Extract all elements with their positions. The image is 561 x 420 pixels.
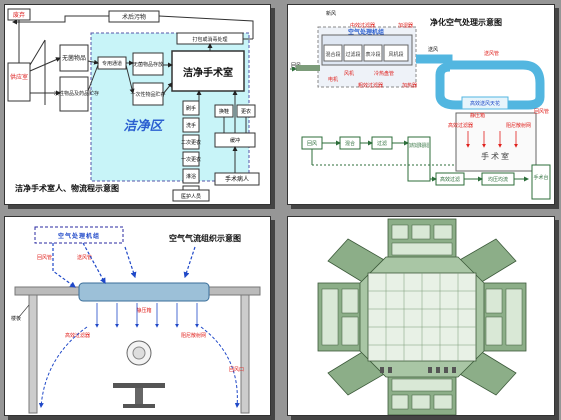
motor-label: 电机	[328, 76, 338, 83]
flow-even: 均压均流	[488, 176, 508, 183]
panel1-title: 洁净手术室人、物流程示意图	[15, 183, 119, 193]
seg-fan: 风机段	[388, 51, 403, 58]
or-box	[171, 50, 245, 92]
change-label: 更衣	[241, 108, 251, 115]
floor-label: 楼板	[11, 315, 21, 322]
process-flow: 混合 过滤 加热加湿降温除湿 高效过滤 均压均流 回风	[301, 136, 529, 186]
patient-label: 手术病人	[225, 175, 249, 183]
panel2-title: 净化空气处理示意图	[430, 17, 502, 27]
pack-label: 打包或消毒处理	[192, 36, 227, 43]
static-box-label: 静压箱	[136, 307, 151, 314]
table-box	[531, 164, 551, 200]
staff-box	[172, 189, 210, 202]
return-duct-label: 回风管	[534, 108, 549, 115]
sterile-box	[59, 44, 89, 72]
right-wall	[240, 294, 250, 414]
or-label: 洁净手术室	[183, 66, 233, 79]
hepa-box-label: 高效送风天花	[470, 100, 500, 107]
sterile-store-label: 无菌物品存放	[133, 61, 163, 68]
clean-zone-label: 洁净区	[123, 118, 164, 134]
flow-heat: 加热加湿降温除湿	[409, 142, 429, 149]
return-port-label: 回风口	[229, 367, 244, 373]
staff-label: 医护人员	[181, 193, 201, 200]
operating-table	[113, 383, 165, 388]
once-store-label: 一次性物品贮存	[130, 91, 165, 98]
panel3-title: 空气气流组织示意图	[169, 233, 241, 243]
static-box-label: 静压箱	[470, 112, 485, 119]
shoes-label: 换鞋	[219, 108, 229, 115]
personnel-material-flow-panel: 废弃 术后污物 打包或消毒处理 供应室 无菌物品 一次性物品及药品贮存 专用通道…	[4, 4, 271, 205]
humid-label: 加湿器	[398, 22, 413, 29]
ladder-item: 淋浴	[186, 173, 196, 180]
cooler-label: 冷热盘管	[374, 70, 394, 77]
air-purification-panel: 净化空气处理示意图 空气处理机组 混合段 过滤段 表冷段 风机段 新风 中效过滤…	[287, 4, 555, 205]
hepa-label: 高效过滤器	[448, 122, 473, 129]
operating-room	[455, 112, 537, 172]
ladder-item: 刷手	[186, 105, 196, 112]
ahu-box	[34, 226, 124, 244]
ahu-title: 空气处理机组	[348, 28, 384, 36]
seg-filter: 过滤段	[345, 51, 360, 58]
waste-label: 术后污物	[122, 13, 146, 21]
damper-label: 阻尼散射网	[506, 122, 531, 129]
room-grid	[368, 273, 476, 361]
duct-label: 送风管	[484, 50, 499, 57]
patient-box	[214, 172, 260, 186]
flow-return: 回风	[307, 141, 317, 147]
seg-cool: 表冷段	[365, 51, 380, 58]
hepa-box	[461, 96, 509, 110]
ahu-box-label: 空气处理机组	[58, 232, 100, 240]
return-duct	[296, 65, 320, 71]
fresh-air-label: 新风	[326, 10, 336, 17]
table-label: 手术台	[533, 174, 548, 181]
damper-label: 阻尼散射网	[181, 332, 206, 339]
fan-label: 风机	[344, 70, 354, 77]
flow-filter: 过滤	[377, 140, 387, 147]
flow-mix: 混合	[345, 140, 355, 147]
flow-hepa: 高效过滤	[440, 176, 460, 183]
dedicated-label: 专用通道	[102, 60, 122, 67]
supply-duct	[416, 54, 545, 110]
static-pressure-box	[78, 282, 210, 302]
sterile-label: 无菌物品	[62, 54, 86, 62]
floor-plan-panel	[287, 216, 555, 416]
dirty-label: 废弃	[13, 11, 25, 19]
once-label: 一次性物品及药品贮存	[49, 90, 99, 97]
airflow-organization-panel: 空气气流组织示意图 空气处理机组 回风管 送风管 楼板 静压箱 高效过滤器 阻尼…	[4, 216, 271, 416]
buffer-label: 缓冲	[230, 137, 240, 144]
supply-duct-label: 送风管	[77, 254, 92, 261]
ladder-item: 洗手	[186, 122, 196, 129]
mid-filter-label: 中效过滤器	[350, 22, 375, 29]
hepa-label: 高效过滤器	[65, 332, 90, 339]
return-duct-label: 回风管	[37, 254, 52, 261]
coarse-label: 粗效过滤器	[358, 82, 383, 89]
heater-label: 加热器	[402, 82, 417, 89]
left-wall	[28, 294, 38, 414]
supply-room-box	[7, 62, 31, 102]
room-label: 手术室	[481, 151, 511, 161]
seg-mix: 混合段	[325, 51, 340, 58]
supply-room-label: 供应室	[10, 73, 28, 81]
fixtures	[380, 367, 456, 373]
ladder-item: 一次更衣	[181, 156, 201, 163]
ladder-item: 二次更衣	[181, 139, 201, 146]
supply-air-label: 送风	[428, 46, 438, 53]
